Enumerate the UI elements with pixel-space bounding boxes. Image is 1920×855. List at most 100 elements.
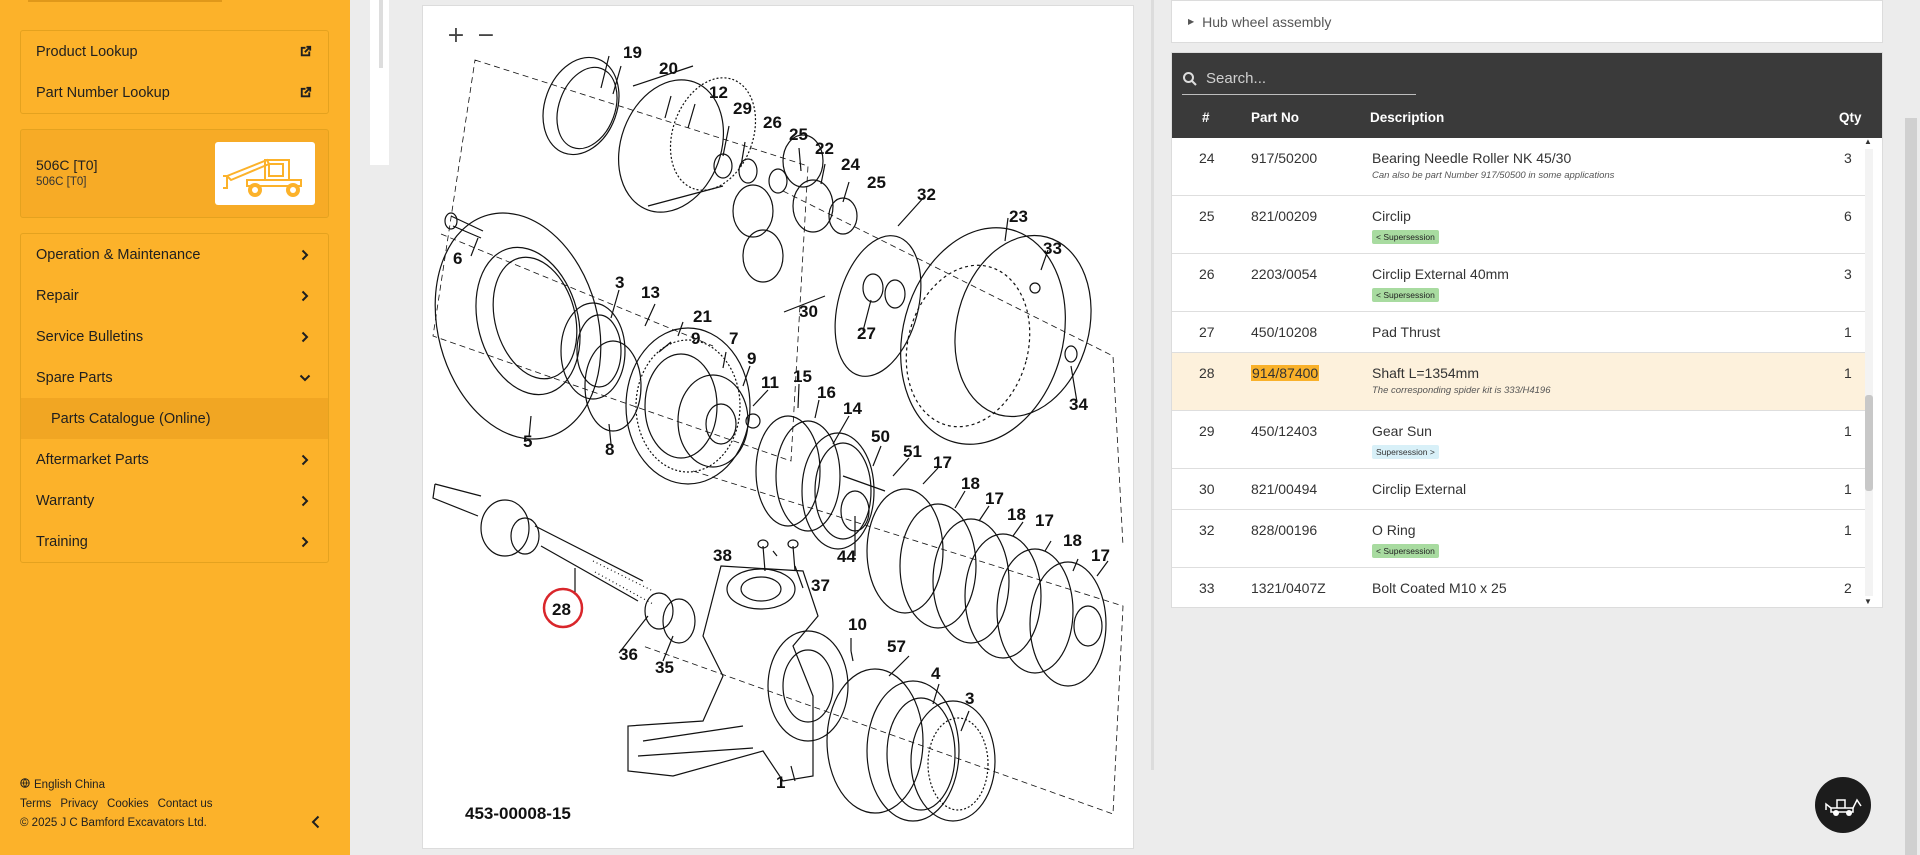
machine-model-card[interactable]: 506C [T0] 506C [T0] xyxy=(20,129,329,218)
callout-label[interactable]: 7 xyxy=(729,329,738,348)
assembly-breadcrumb[interactable]: ▶ Hub wheel assembly xyxy=(1171,0,1883,43)
assistant-chat-button[interactable] xyxy=(1815,777,1871,833)
nav-training[interactable]: Training xyxy=(21,521,328,562)
callout-label[interactable]: 25 xyxy=(789,125,808,144)
product-lookup-link[interactable]: Product Lookup xyxy=(21,31,328,72)
col-part-no[interactable]: Part No xyxy=(1251,110,1300,125)
callout-label[interactable]: 12 xyxy=(709,83,728,102)
supersession-badge[interactable]: < Supersession xyxy=(1372,230,1439,244)
callout-label[interactable]: 14 xyxy=(843,399,862,418)
collapse-sidebar-button[interactable] xyxy=(306,812,326,832)
zoom-in-button[interactable]: + xyxy=(446,22,466,48)
callout-label[interactable]: 33 xyxy=(1043,239,1062,258)
table-row[interactable]: 29 450/12403 Gear Sun Supersession > 1 xyxy=(1172,411,1866,469)
callout-label[interactable]: 35 xyxy=(655,658,674,677)
search-field[interactable] xyxy=(1182,63,1416,95)
language-selector[interactable]: English China xyxy=(20,778,222,791)
callout-label[interactable]: 9 xyxy=(747,349,756,368)
callout-label[interactable]: 18 xyxy=(961,474,980,493)
callout-label[interactable]: 3 xyxy=(965,689,974,708)
callout-label[interactable]: 16 xyxy=(817,383,836,402)
col-qty[interactable]: Qty xyxy=(1839,110,1862,125)
callout-28-highlight[interactable] xyxy=(542,587,584,629)
callout-label[interactable]: 18 xyxy=(1063,531,1082,550)
zoom-out-button[interactable]: − xyxy=(476,22,496,48)
terms-link[interactable]: Terms xyxy=(20,798,52,810)
callout-label[interactable]: 17 xyxy=(985,489,1004,508)
callout-label[interactable]: 17 xyxy=(1091,546,1110,565)
tree-panel-scrollbar[interactable] xyxy=(379,0,383,68)
callout-label[interactable]: 36 xyxy=(619,645,638,664)
table-row[interactable]: 24 917/50200 Bearing Needle Roller NK 45… xyxy=(1172,138,1866,196)
callout-label[interactable]: 29 xyxy=(733,99,752,118)
callout-label[interactable]: 25 xyxy=(867,173,886,192)
callout-label[interactable]: 28 xyxy=(552,600,571,619)
callout-label[interactable]: 20 xyxy=(659,59,678,78)
cookies-link[interactable]: Cookies xyxy=(107,798,149,810)
callout-label[interactable]: 19 xyxy=(623,43,642,62)
callout-label[interactable]: 23 xyxy=(1009,207,1028,226)
nav-operation-maintenance[interactable]: Operation & Maintenance xyxy=(21,234,328,275)
pane-resize-handle[interactable] xyxy=(1151,0,1154,770)
table-row[interactable]: 33 1321/0407Z Bolt Coated M10 x 25 2 xyxy=(1172,568,1866,607)
figure-id: 453-00008-15 xyxy=(465,804,571,823)
callout-label[interactable]: 6 xyxy=(453,249,462,268)
callout-label[interactable]: 13 xyxy=(641,283,660,302)
scroll-track[interactable] xyxy=(1865,149,1873,596)
nav-service-bulletins[interactable]: Service Bulletins xyxy=(21,316,328,357)
table-row[interactable]: 32 828/00196 O Ring < Supersession 1 xyxy=(1172,510,1866,568)
nav-repair[interactable]: Repair xyxy=(21,275,328,316)
callout-label[interactable]: 18 xyxy=(1007,505,1026,524)
callout-label[interactable]: 50 xyxy=(871,427,890,446)
row-num: 29 xyxy=(1199,423,1215,439)
table-row[interactable]: 26 2203/0054 Circlip External 40mm < Sup… xyxy=(1172,254,1866,312)
nav-warranty[interactable]: Warranty xyxy=(21,480,328,521)
col-num[interactable]: # xyxy=(1202,110,1210,125)
table-row-selected[interactable]: 28 914/87400 Shaft L=1354mm The correspo… xyxy=(1172,353,1866,411)
scroll-thumb[interactable] xyxy=(1865,395,1873,491)
callout-label[interactable]: 21 xyxy=(693,307,712,326)
supersession-badge[interactable]: < Supersession xyxy=(1372,288,1439,302)
callout-label[interactable]: 4 xyxy=(931,664,941,683)
callout-label[interactable]: 11 xyxy=(761,373,779,392)
callout-label[interactable]: 15 xyxy=(793,367,812,386)
callout-label[interactable]: 26 xyxy=(763,113,782,132)
nav-spare-parts[interactable]: Spare Parts xyxy=(21,357,328,398)
contact-us-link[interactable]: Contact us xyxy=(157,798,213,810)
callout-label[interactable]: 57 xyxy=(887,637,906,656)
scroll-up-icon[interactable]: ▲ xyxy=(1864,137,1872,146)
nav-parts-catalogue-online[interactable]: Parts Catalogue (Online) xyxy=(21,398,328,439)
callout-label[interactable]: 1 xyxy=(776,773,785,792)
callout-label[interactable]: 24 xyxy=(841,155,860,174)
callout-label[interactable]: 10 xyxy=(848,615,867,634)
callout-label[interactable]: 9 xyxy=(691,329,700,348)
supersession-badge[interactable]: Supersession > xyxy=(1372,445,1439,459)
callout-label[interactable]: 22 xyxy=(815,139,834,158)
scroll-down-icon[interactable]: ▼ xyxy=(1864,597,1872,606)
table-row[interactable]: 27 450/10208 Pad Thrust 1 xyxy=(1172,312,1866,353)
callout-label[interactable]: 27 xyxy=(857,324,876,343)
callout-label[interactable]: 37 xyxy=(811,576,830,595)
callout-label[interactable]: 32 xyxy=(917,185,936,204)
parts-diagram[interactable]: 19 20 12 29 26 25 22 24 25 32 23 33 6 3 … xyxy=(423,6,1135,850)
table-row[interactable]: 25 821/00209 Circlip < Supersession 6 xyxy=(1172,196,1866,254)
callout-label[interactable]: 30 xyxy=(799,302,818,321)
callout-label[interactable]: 8 xyxy=(605,440,614,459)
table-row[interactable]: 30 821/00494 Circlip External 1 xyxy=(1172,469,1866,510)
callout-label[interactable]: 38 xyxy=(713,546,732,565)
callout-label[interactable]: 17 xyxy=(933,453,952,472)
nav-aftermarket-parts[interactable]: Aftermarket Parts xyxy=(21,439,328,480)
parts-table-scrollbar[interactable]: ▲ ▼ xyxy=(1861,137,1877,608)
col-description[interactable]: Description xyxy=(1370,110,1445,125)
callout-label[interactable]: 34 xyxy=(1069,395,1088,414)
part-number-lookup-link[interactable]: Part Number Lookup xyxy=(21,72,328,113)
supersession-badge[interactable]: < Supersession xyxy=(1372,544,1439,558)
callout-label[interactable]: 5 xyxy=(523,432,532,451)
callout-label[interactable]: 44 xyxy=(837,547,856,566)
callout-label[interactable]: 3 xyxy=(615,273,624,292)
callout-label[interactable]: 51 xyxy=(903,442,922,461)
callout-label[interactable]: 17 xyxy=(1035,511,1054,530)
page-scrollbar-thumb[interactable] xyxy=(1905,118,1917,855)
search-input[interactable] xyxy=(1204,69,1408,88)
privacy-link[interactable]: Privacy xyxy=(60,798,99,810)
